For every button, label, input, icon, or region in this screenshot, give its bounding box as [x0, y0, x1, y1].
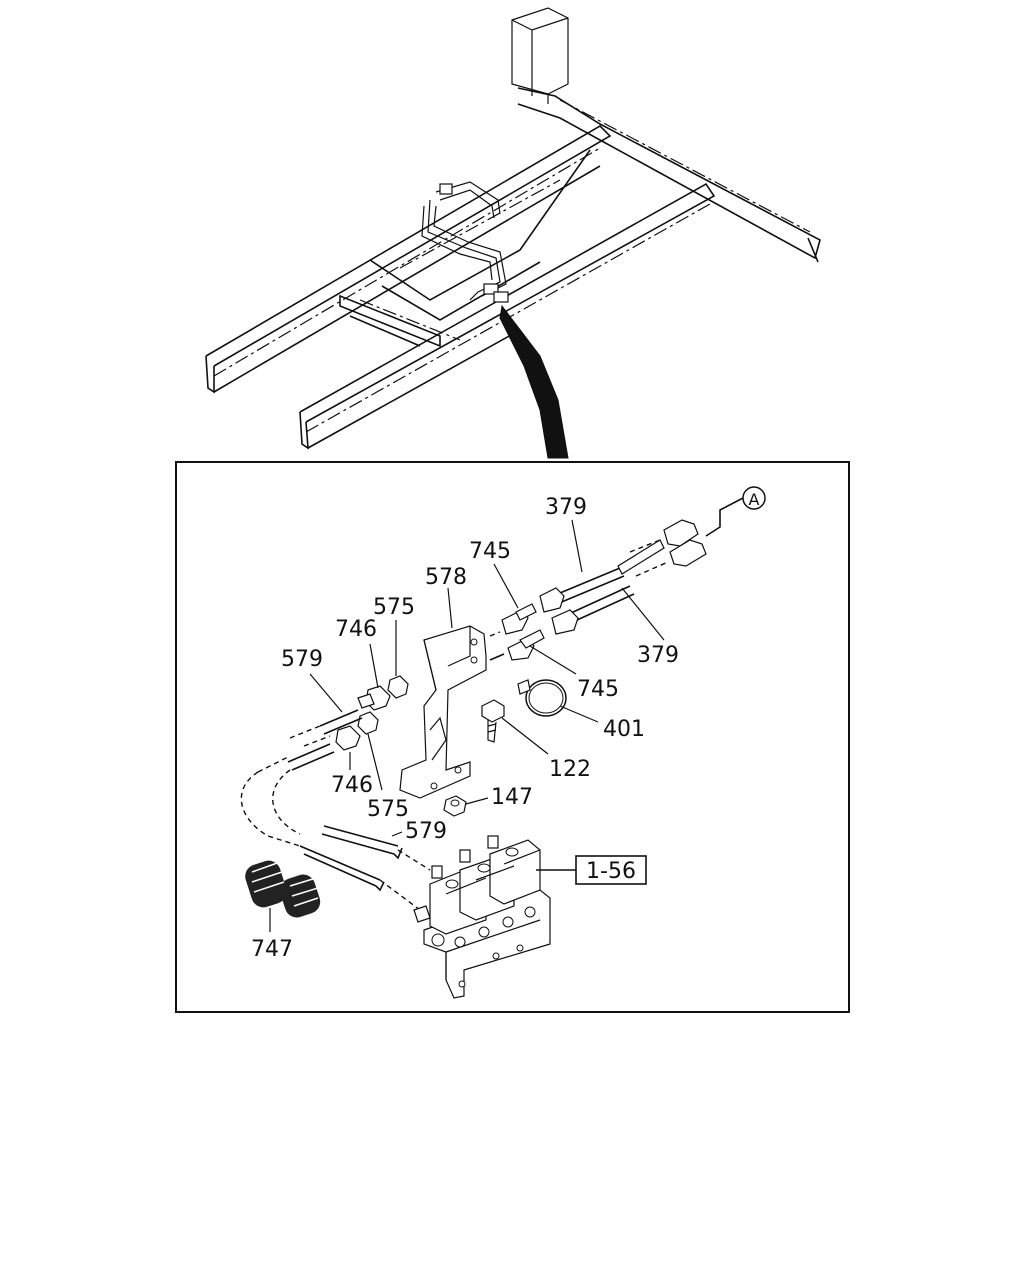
reference-marker-a: A — [705, 486, 766, 537]
callout-745-lower: 745 — [577, 677, 619, 702]
callout-401: 401 — [603, 717, 645, 742]
reference-box-1-56: 1-56 — [536, 855, 647, 885]
electrical-box-illustration — [511, 7, 569, 104]
protector-747 — [245, 860, 321, 918]
bolt-122 — [481, 699, 505, 743]
nut-147 — [443, 795, 467, 817]
solenoid-valve-assembly — [413, 835, 551, 999]
callout-122: 122 — [549, 757, 591, 782]
detail-frame — [175, 461, 850, 1013]
reference-box-label: 1-56 — [586, 859, 636, 884]
callout-labels: 379 379 745 745 578 575 575 746 746 579 … — [251, 495, 679, 962]
fitting-745-lower — [489, 629, 545, 661]
nut-575-lower — [357, 711, 379, 735]
zoom-arrow — [499, 304, 569, 459]
callout-575-upper: 575 — [373, 595, 415, 620]
hose-379-upper — [539, 519, 699, 613]
hose-579 — [240, 709, 431, 911]
fitting-746-lower — [335, 725, 361, 751]
leader-lines — [269, 519, 665, 932]
clamp-401 — [517, 679, 567, 717]
chassis-overview — [205, 7, 821, 459]
callout-579-lower: 579 — [405, 819, 447, 844]
callout-746-lower: 746 — [331, 773, 373, 798]
nut-575-upper — [387, 675, 409, 699]
callout-578: 578 — [425, 565, 467, 590]
fitting-746-upper — [357, 685, 391, 711]
hose-379-lower — [551, 539, 707, 635]
callout-745-upper: 745 — [469, 539, 511, 564]
bracket-578 — [399, 625, 487, 799]
callout-579-upper: 579 — [281, 647, 323, 672]
marker-a-label: A — [749, 490, 760, 509]
callout-746-upper: 746 — [335, 617, 377, 642]
callout-575-lower: 575 — [367, 797, 409, 822]
callout-379-lower: 379 — [637, 643, 679, 668]
callout-147: 147 — [491, 785, 533, 810]
fitting-745-upper — [489, 603, 537, 637]
callout-379-upper: 379 — [545, 495, 587, 520]
callout-747: 747 — [251, 937, 293, 962]
chassis-piping-illustration — [421, 181, 509, 303]
